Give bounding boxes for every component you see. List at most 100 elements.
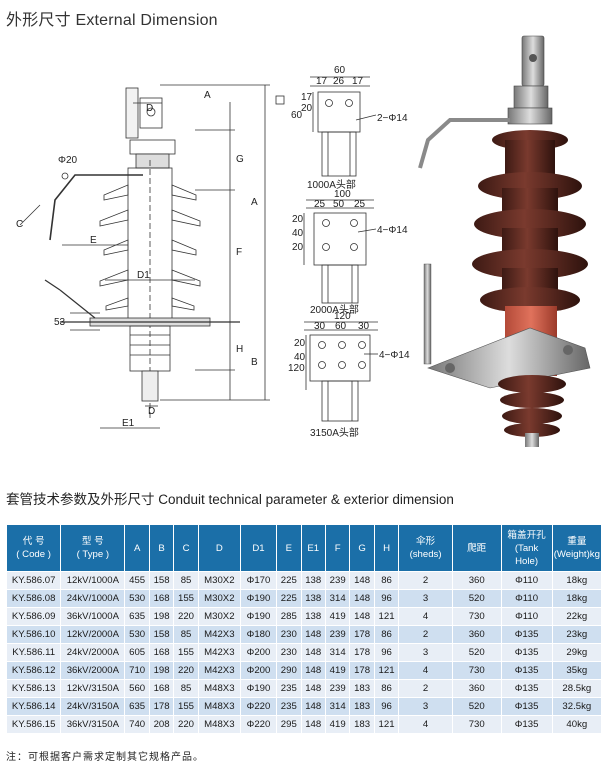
table-cell: 138 (300, 589, 326, 608)
column-header: D (197, 524, 241, 572)
head-2000a-side-2: 40 (292, 228, 304, 239)
table-cell: KY.586.11 (5, 643, 62, 662)
table-cell: 148 (349, 589, 375, 608)
head-2000a-dim-2: 25 (314, 199, 326, 210)
table-cell: 314 (324, 589, 351, 608)
head-1000a-side-2: 60 (291, 110, 303, 121)
head-3150a-side-3: 120 (288, 363, 305, 374)
head-1000a-dim-3: 26 (333, 76, 345, 87)
table-cell: 138 (300, 571, 326, 590)
table-cell: 96 (373, 643, 400, 662)
label-a-top: A (204, 90, 211, 101)
table-cell: 36kV/3150A (60, 715, 126, 734)
table-cell: Φ190 (239, 607, 278, 626)
column-header-text: D1 (252, 542, 265, 554)
table-cell: 121 (373, 661, 400, 680)
head-2000a-side-3: 20 (292, 242, 304, 253)
label-b: B (251, 357, 258, 368)
table-cell: 220 (173, 607, 199, 626)
table-cell: 138 (300, 607, 326, 626)
table-cell: 235 (276, 679, 302, 698)
column-header: G (349, 524, 375, 572)
table-cell: KY.586.08 (5, 589, 62, 608)
table-cell: 121 (373, 715, 400, 734)
table-cell: 18kg (551, 589, 603, 608)
column-header-text: ( Type ) (76, 549, 110, 560)
table-cell: 3 (398, 589, 453, 608)
table-cell: 2 (398, 625, 453, 644)
table-cell: 148 (300, 661, 326, 680)
table-cell: 360 (451, 571, 502, 590)
column-header: E1 (300, 524, 326, 572)
table-cell: 239 (324, 625, 351, 644)
table-cell: 40kg (551, 715, 603, 734)
column-header-text: E1 (307, 542, 320, 554)
table-cell: 155 (173, 697, 199, 716)
table-cell: 183 (349, 697, 375, 716)
table-cell: 208 (148, 715, 175, 734)
table-cell: 86 (373, 571, 400, 590)
table-cell: 183 (349, 679, 375, 698)
table-cell: 36kV/2000A (60, 661, 126, 680)
table-cell: Φ135 (500, 643, 553, 662)
column-header: 箱盖开孔(Tank Hole) (500, 524, 553, 572)
column-header-text: (Tank Hole) (514, 542, 539, 567)
column-header-text: B (158, 542, 165, 554)
table-cell: Φ220 (239, 715, 278, 734)
footnote: 注：可根据客户需求定制其它规格产品。 (6, 752, 204, 763)
table-cell: 225 (276, 589, 302, 608)
table-cell: 290 (276, 661, 302, 680)
table-cell: 168 (148, 643, 175, 662)
head-1000a-dim-4: 17 (352, 76, 364, 87)
table-cell: 198 (148, 607, 175, 626)
table-cell: 235 (276, 697, 302, 716)
table-cell: 4 (398, 661, 453, 680)
table-cell: M42X3 (197, 625, 241, 644)
label-d1: D1 (137, 270, 150, 281)
table-cell: Φ135 (500, 679, 553, 698)
column-header: H (373, 524, 400, 572)
table-cell: Φ200 (239, 643, 278, 662)
column-header-text: E (285, 542, 292, 554)
table-cell: KY.586.13 (5, 679, 62, 698)
table-cell: 3 (398, 643, 453, 662)
column-header-text: 重量 (567, 536, 587, 547)
head-1000a-dim-2: 17 (316, 76, 328, 87)
column-header: F (324, 524, 351, 572)
head-1000a: 60 17 26 17 17 60 20 2−Φ14 1000A头部 (275, 65, 408, 191)
column-header-text: F (334, 542, 341, 554)
table-cell: KY.586.14 (5, 697, 62, 716)
column-header-text: A (133, 542, 141, 554)
table-cell: 3 (398, 697, 453, 716)
table-cell: 4 (398, 715, 453, 734)
head-3150a-side-1: 20 (294, 338, 306, 349)
table-cell: 239 (324, 679, 351, 698)
table-cell: 178 (349, 661, 375, 680)
head-1000a-side-3: 20 (301, 103, 313, 114)
column-header: 伞形(sheds) (398, 524, 453, 572)
column-header: 重量(Weight)kg (551, 524, 603, 572)
table-cell: Φ110 (500, 607, 553, 626)
label-d-bottom: D (148, 406, 155, 417)
table-cell: 85 (173, 625, 199, 644)
table-cell: 24kV/3150A (60, 697, 126, 716)
table-cell: Φ110 (500, 571, 553, 590)
table-cell: 360 (451, 679, 502, 698)
table-cell: 85 (173, 571, 199, 590)
table-cell: 22kg (551, 607, 603, 626)
table-cell: 12kV/1000A (60, 571, 126, 590)
dimension-drawing: D A Φ20 G A C E F D1 53 H B D E1 60 17 2… (16, 65, 410, 439)
table-cell: 2 (398, 679, 453, 698)
table-cell: M30X2 (197, 589, 241, 608)
column-header-text: 爬距 (467, 542, 487, 554)
table-cell: KY.586.09 (5, 607, 62, 626)
table-cell: 148 (300, 643, 326, 662)
table-cell: 419 (324, 607, 351, 626)
table-cell: 530 (124, 589, 150, 608)
table-cell: 314 (324, 643, 351, 662)
